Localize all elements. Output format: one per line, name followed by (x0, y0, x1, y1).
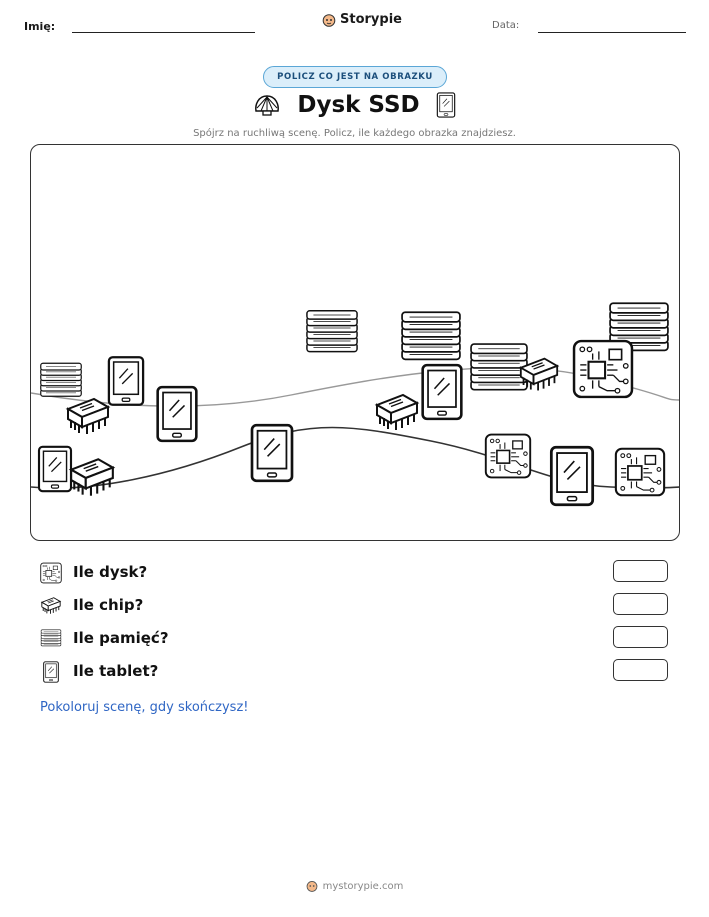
circuit-board-icon (614, 447, 666, 497)
question-row: Ile dysk? (40, 560, 680, 586)
brand-name: Storypie (340, 12, 402, 27)
memory-stack-icon (306, 310, 358, 353)
scene-illustration (31, 302, 679, 507)
tablet-icon (421, 363, 463, 421)
tablet-icon (37, 445, 73, 493)
chip-icon (67, 398, 109, 435)
circuit-board-icon (484, 433, 532, 479)
tablet-icon (250, 423, 294, 483)
answer-box[interactable] (613, 626, 668, 648)
tablet-icon (156, 385, 198, 443)
counting-scene (30, 144, 680, 541)
instructions: Spójrz na ruchliwą scenę. Policz, ile ka… (193, 128, 516, 139)
chip-icon (70, 458, 114, 497)
name-field-line[interactable] (72, 32, 255, 33)
question-text: Ile dysk? (73, 563, 148, 581)
question-text: Ile pamięć? (73, 629, 169, 647)
site-footer: mystorypie.com (0, 880, 709, 892)
tablet-title-icon (436, 92, 455, 118)
page-title: Dysk SSD (297, 92, 420, 118)
task-badge: POLICZ CO JEST NA OBRAZKU (263, 66, 447, 88)
site-url: mystorypie.com (322, 880, 404, 892)
storypie-logo-icon (322, 13, 336, 27)
memory-stack-icon (470, 343, 528, 391)
chip-icon (40, 595, 62, 617)
shell-icon (255, 95, 280, 116)
date-label: Data: (492, 20, 520, 31)
coloring-note: Pokoloruj scenę, gdy skończysz! (40, 700, 249, 715)
brand-logo: Storypie (322, 12, 402, 27)
tablet-icon (107, 356, 145, 406)
tablet-icon (40, 661, 62, 683)
question-row: Ile chip? (40, 593, 680, 619)
memory-stack-icon (40, 628, 62, 650)
name-label: Imię: (24, 20, 56, 33)
question-row: Ile pamięć? (40, 626, 680, 652)
answer-box[interactable] (613, 593, 668, 615)
question-row: Ile tablet? (40, 659, 680, 685)
question-text: Ile tablet? (73, 662, 159, 680)
circuit-board-icon (40, 562, 62, 584)
title-row: Dysk SSD (0, 92, 709, 118)
circuit-board-icon (572, 339, 634, 399)
tablet-icon (549, 445, 595, 507)
memory-stack-icon (401, 311, 461, 361)
question-text: Ile chip? (73, 596, 144, 614)
memory-stack-icon (40, 362, 82, 397)
chip-icon (376, 394, 418, 431)
answer-box[interactable] (613, 659, 668, 681)
answer-box[interactable] (613, 560, 668, 582)
storypie-logo-icon (306, 881, 318, 892)
date-field-line[interactable] (538, 32, 686, 33)
